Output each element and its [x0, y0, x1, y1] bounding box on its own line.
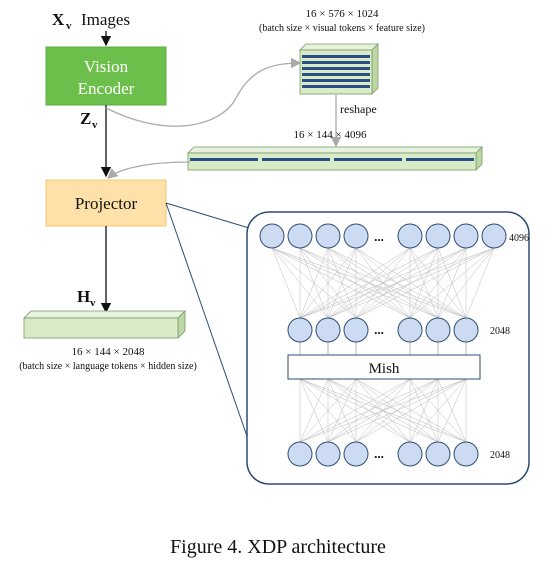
connection-mish-l3	[355, 378, 467, 443]
top-tensor	[299, 43, 379, 95]
layer2-node	[425, 317, 451, 343]
layer2-node	[315, 317, 341, 343]
connection-mish-l3	[409, 378, 467, 443]
figure-caption: Figure 4. XDP architecture	[170, 536, 386, 558]
layer3-node	[343, 441, 369, 467]
connection-mish-l3	[299, 378, 329, 443]
mish-label: Mish	[369, 361, 400, 377]
layer2-size: 2048	[490, 326, 510, 337]
z-sub: v	[92, 119, 98, 131]
connection-l1-l2	[409, 247, 495, 319]
mid-tensor	[187, 146, 483, 171]
layer1-node	[425, 223, 451, 249]
connection-l1-l2	[465, 247, 495, 319]
mlp-nodes	[259, 223, 507, 467]
mish-box	[287, 354, 481, 380]
input-var: X	[52, 10, 65, 29]
output-tensor	[23, 310, 186, 339]
layer1-node	[481, 223, 507, 249]
projector-box	[45, 179, 167, 227]
mlp-panel	[246, 211, 530, 485]
layer3-node	[315, 441, 341, 467]
reshape-label: reshape	[340, 102, 377, 116]
connection-l1-l2	[299, 247, 467, 319]
layer2-node	[453, 317, 479, 343]
layer2-node	[343, 317, 369, 343]
connection-l1-l2	[271, 247, 411, 319]
layer1-ellipsis: ...	[374, 229, 384, 244]
encoder-to-tensor-curve	[105, 57, 302, 127]
connection-l1-l2	[299, 247, 411, 319]
h-var: H	[77, 287, 90, 306]
connection-l1-l2	[299, 247, 357, 319]
input-sub: v	[66, 20, 72, 32]
layer2-node	[397, 317, 423, 343]
layer2-ellipsis: ...	[374, 322, 384, 337]
input-label: Images	[81, 10, 130, 29]
layer1-node	[343, 223, 369, 249]
mid-tensor-shape: 16 × 144 × 4096	[294, 129, 367, 141]
vision-encoder-line2: Encoder	[78, 79, 135, 98]
connection-mish-l3	[299, 378, 357, 443]
layer1-size: 4096	[509, 233, 529, 244]
connection-l1-l2	[327, 247, 495, 319]
layer2-node	[287, 317, 313, 343]
connection-l1-l2	[355, 247, 495, 319]
connection-l1-l2	[299, 247, 329, 319]
layer1-node	[453, 223, 479, 249]
vision-encoder-line1: Vision	[84, 57, 129, 76]
layer3-node	[453, 441, 479, 467]
connection-l1-l2	[271, 247, 301, 319]
connection-mish-l3	[327, 378, 467, 443]
output-tensor-shape: 16 × 144 × 2048	[72, 346, 145, 358]
layer3-ellipsis: ...	[374, 446, 384, 461]
connection-l1-l2	[299, 247, 439, 319]
layer3-size: 2048	[490, 450, 510, 461]
top-tensor-shape: 16 × 576 × 1024	[306, 8, 379, 20]
z-var: Z	[80, 109, 91, 128]
connection-mish-l3	[409, 378, 439, 443]
connection-l1-l2	[409, 247, 467, 319]
connection-mish-l3	[299, 378, 411, 443]
mlp-connections	[271, 247, 495, 443]
connection-l1-l2	[299, 247, 495, 319]
layer3-node	[397, 441, 423, 467]
mish-links	[299, 342, 467, 355]
layer3-node	[425, 441, 451, 467]
connection-mish-l3	[299, 378, 439, 443]
layer3-node	[287, 441, 313, 467]
h-sub: v	[90, 297, 96, 309]
layer1-node	[315, 223, 341, 249]
connection-mish-l3	[299, 378, 467, 443]
zoom-line-top	[165, 202, 250, 229]
connection-l1-l2	[409, 247, 439, 319]
connection-l1-l2	[437, 247, 495, 319]
connection-mish-l3	[437, 378, 467, 443]
zoom-line-bottom	[165, 202, 250, 443]
output-tensor-desc: (batch size × language tokens × hidden s…	[19, 361, 197, 372]
top-tensor-desc: (batch size × visual tokens × feature si…	[259, 23, 425, 34]
connection-mish-l3	[327, 378, 357, 443]
layer1-node	[287, 223, 313, 249]
tensor-to-projector-curve	[107, 161, 191, 179]
layer1-node	[259, 223, 285, 249]
projector-label: Projector	[75, 194, 138, 213]
layer1-node	[397, 223, 423, 249]
